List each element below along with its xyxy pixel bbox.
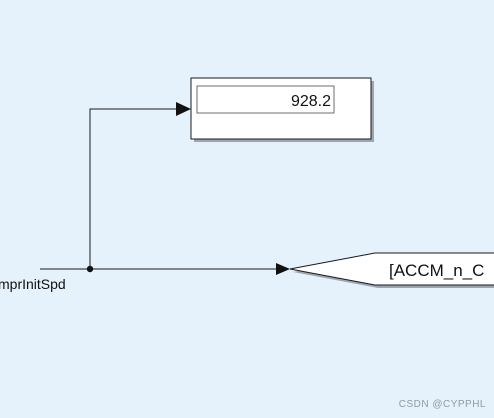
goto-input-arrow: [276, 263, 290, 275]
goto-tag-label: [ACCM_n_C: [389, 261, 484, 280]
display-value-field: [196, 85, 335, 114]
goto-block[interactable]: [ACCM_n_C: [289, 252, 494, 288]
signal-label: mprInitSpd: [0, 276, 66, 292]
goto-block-body[interactable]: [289, 252, 494, 286]
display-block[interactable]: 928.2: [190, 77, 374, 142]
display-input-arrow: [176, 102, 191, 116]
watermark: CSDN @CYPPHL: [398, 399, 486, 410]
display-value: 928.2: [291, 93, 331, 110]
signal-line-branch[interactable]: [89, 108, 178, 269]
